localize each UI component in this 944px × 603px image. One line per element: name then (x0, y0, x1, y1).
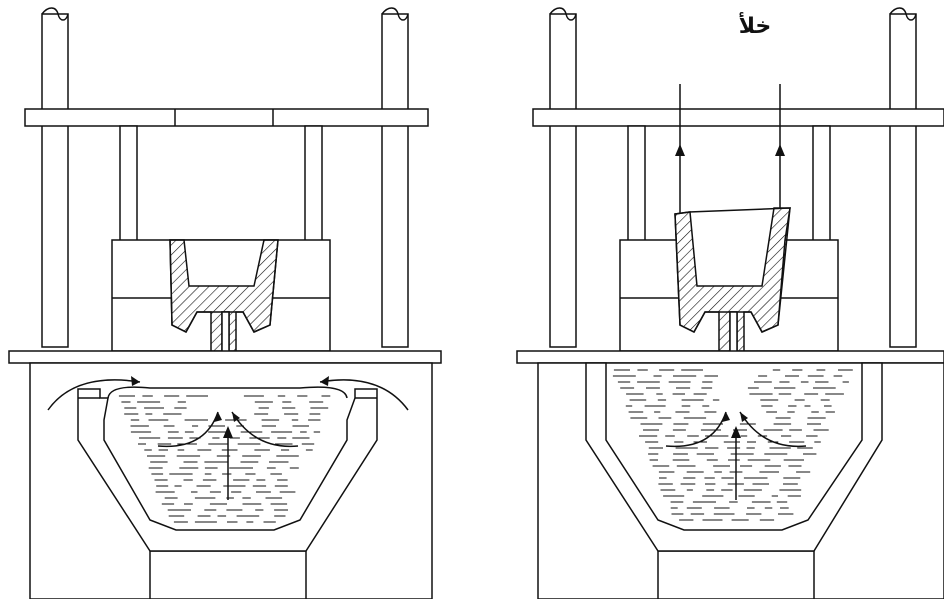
column-break-mark (41, 7, 69, 21)
furnace-pedestal (657, 550, 815, 600)
support-post (812, 125, 831, 242)
support-post (304, 125, 323, 242)
vacuum-label: خلأ (738, 14, 772, 39)
crucible (585, 362, 883, 552)
crucible (77, 388, 378, 552)
right-casting-machine (516, 7, 944, 600)
furnace-pedestal (149, 550, 307, 600)
support-post (627, 125, 646, 242)
left-column (41, 13, 69, 348)
overflow-arrow (319, 379, 409, 411)
left-casting-machine (8, 7, 442, 600)
left-column (549, 13, 577, 348)
overflow-arrow (47, 379, 141, 411)
support-post (119, 125, 138, 242)
right-column (381, 13, 409, 348)
column-break-mark (549, 7, 577, 21)
swirl-left (665, 411, 727, 448)
column-break-mark (889, 7, 917, 21)
right-column (889, 13, 917, 348)
swirl-left (157, 411, 219, 448)
furnace-platform (516, 350, 944, 364)
furnace-platform (8, 350, 442, 364)
column-break-mark (381, 7, 409, 21)
crossbeam (24, 108, 429, 127)
crossbeam (532, 108, 944, 127)
